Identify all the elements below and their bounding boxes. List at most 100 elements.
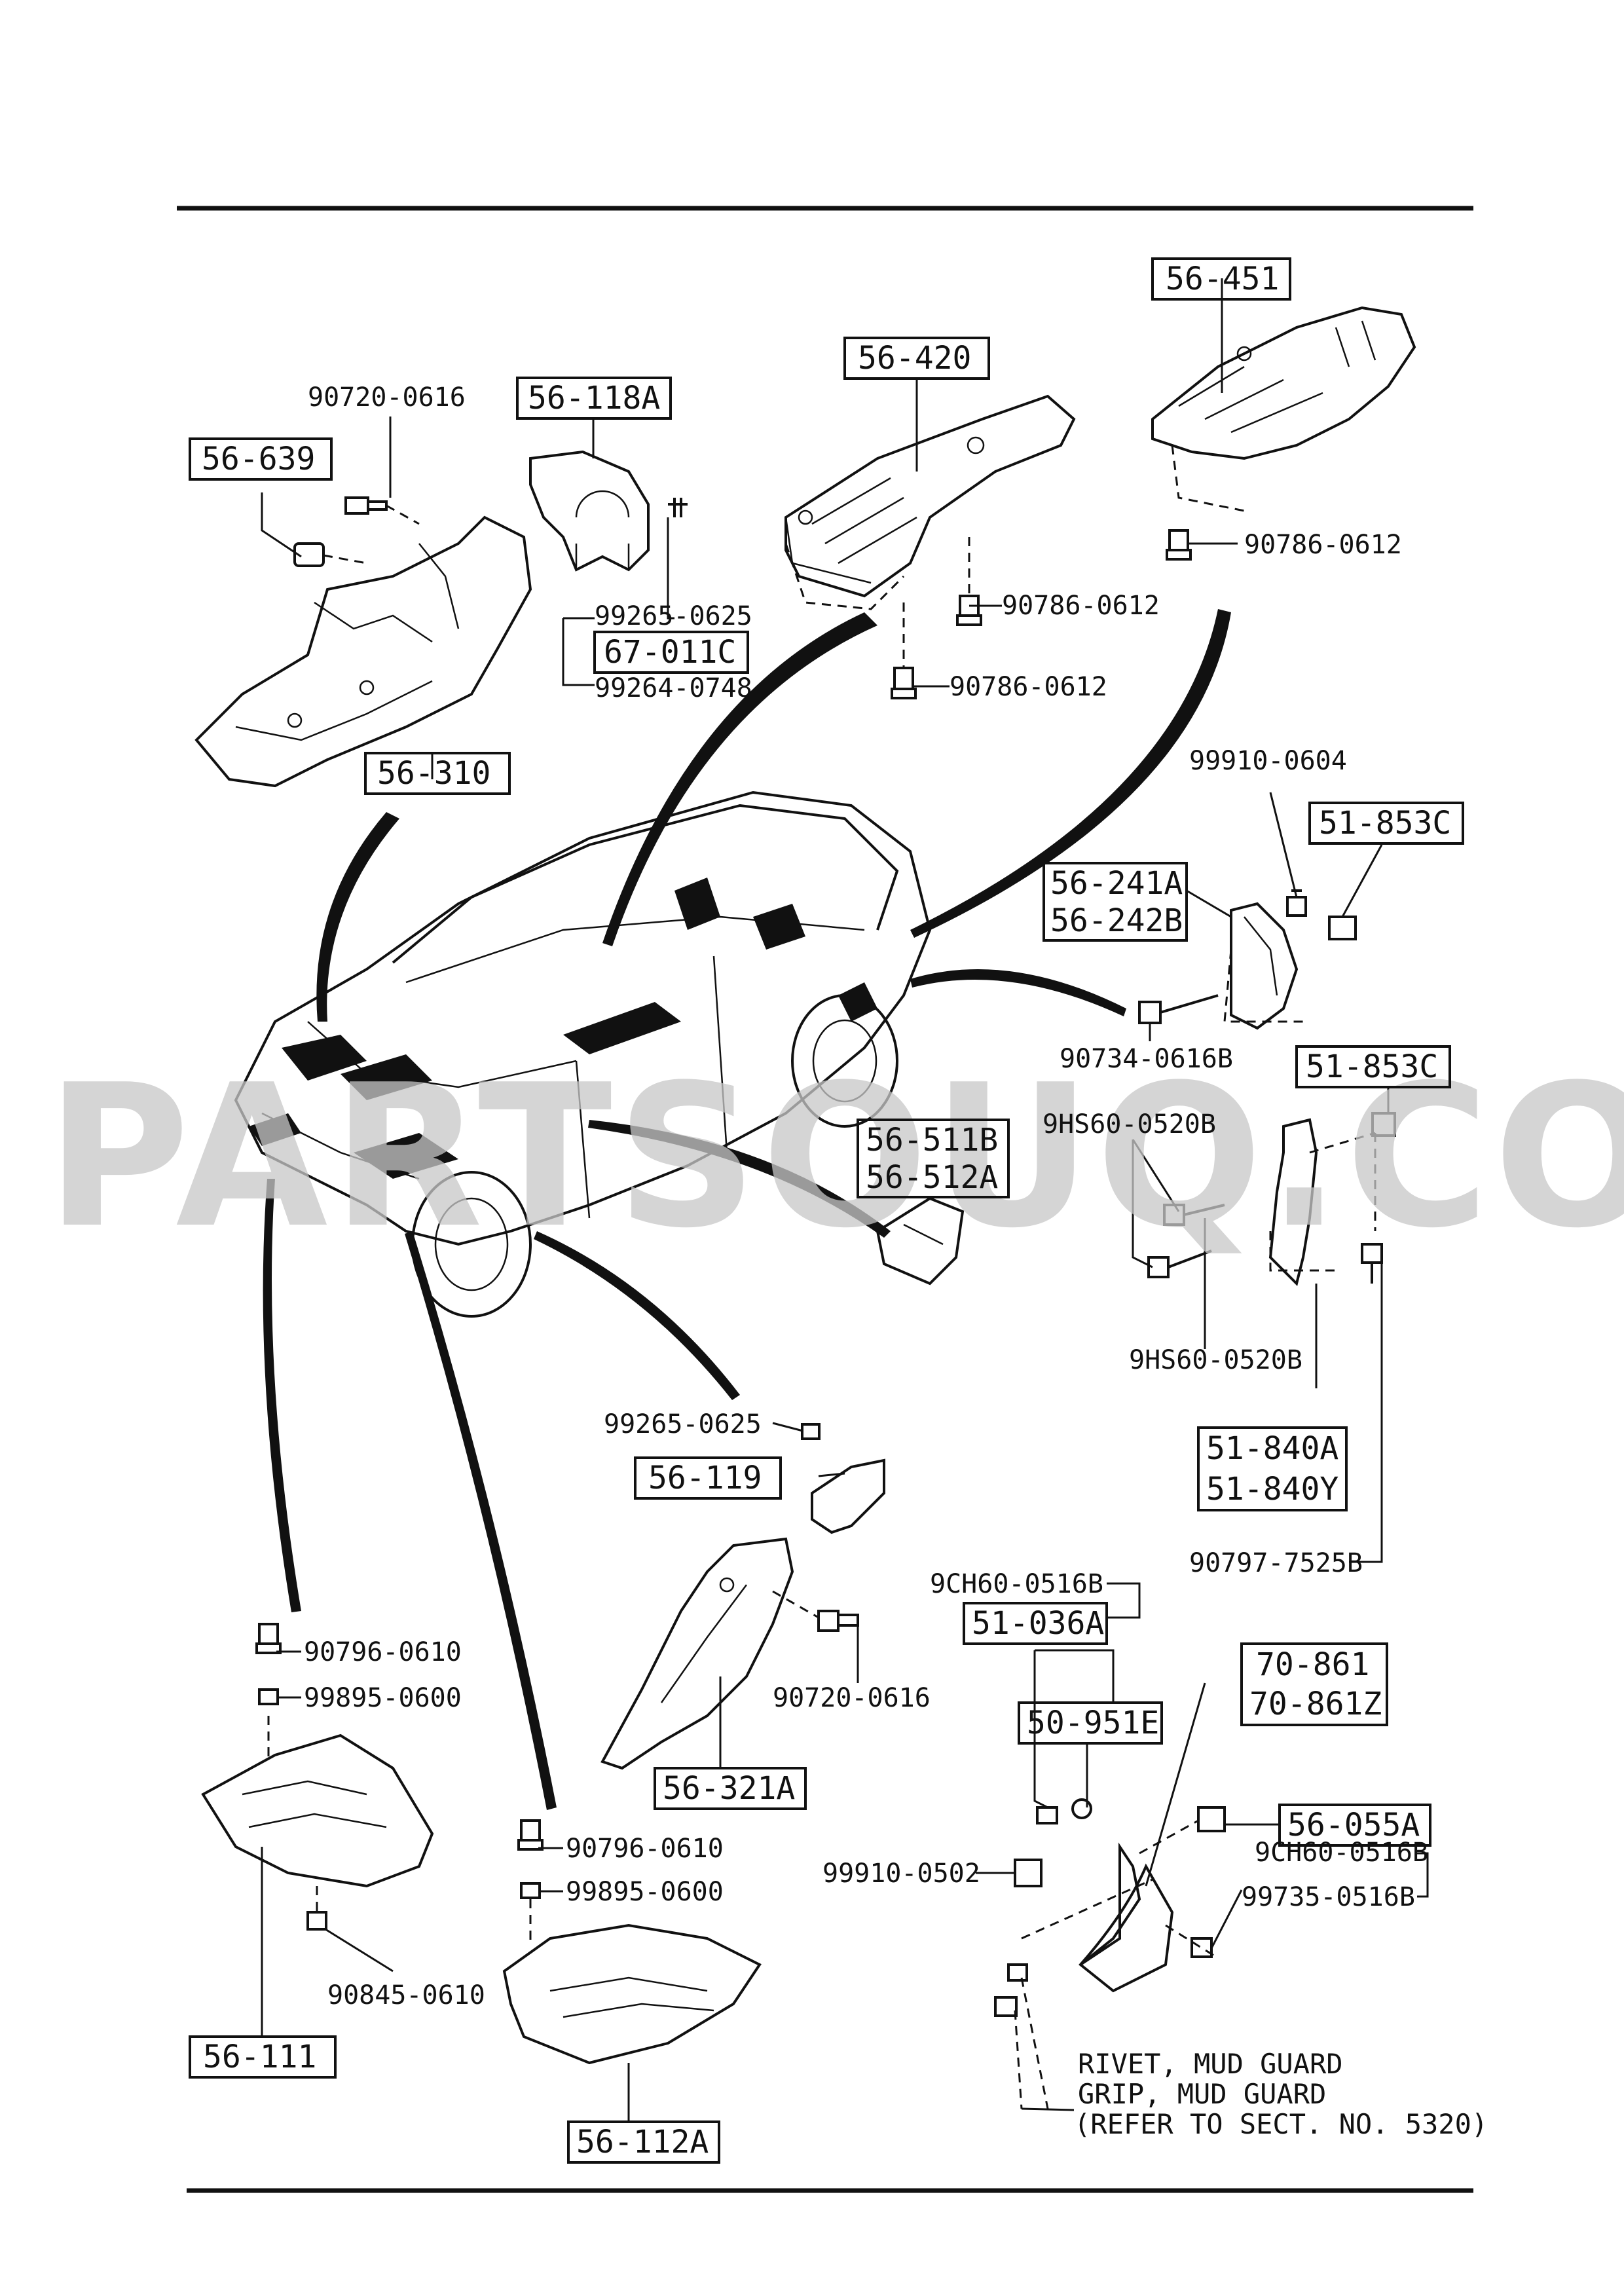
label-box-56-119: 56-119 (634, 1456, 782, 1500)
nut-51-853C-top (1328, 916, 1357, 940)
svg-text:56-321A: 56-321A (663, 1770, 795, 1807)
label-box-67-011C: 67-011C (593, 631, 749, 674)
svg-text:56-451: 56-451 (1166, 261, 1279, 297)
label-box-56-310: 56-310 (364, 752, 511, 795)
svg-text:56-119: 56-119 (648, 1460, 762, 1496)
svg-text:56-118A: 56-118A (528, 380, 660, 417)
svg-text:51-853C: 51-853C (1306, 1048, 1438, 1085)
part-56-310-illustration (194, 515, 532, 788)
nut-51-853C-mid (1371, 1112, 1396, 1137)
svg-text:56-420: 56-420 (858, 340, 971, 377)
pn-99264-0748: 99264-0748 (595, 673, 752, 703)
bolt-90720-0616-mid (772, 1590, 859, 1632)
svg-text:51-840Y: 51-840Y (1206, 1471, 1338, 1508)
label-box-50-951E: 50-951E (1018, 1701, 1163, 1745)
part-56-420-illustration (784, 394, 1076, 610)
part-51-840A-illustration (1268, 1118, 1376, 1286)
svg-text:51-840A: 51-840A (1206, 1430, 1338, 1467)
pn-90786-0612-a: 90786-0612 (1002, 591, 1160, 621)
label-box-56-321A: 56-321A (654, 1767, 807, 1810)
label-box-56-420: 56-420 (843, 337, 990, 380)
pn-90786-0612-b: 90786-0612 (950, 672, 1107, 702)
svg-text:56-511B: 56-511B (866, 1122, 998, 1158)
label-box-70-861-70-861Z: 70-861 70-861Z (1240, 1642, 1388, 1726)
label-box-56-241A-56-242B: 56-241A 56-242B (1043, 862, 1188, 942)
pn-99895-0600-b: 99895-0600 (566, 1877, 724, 1907)
svg-text:56-241A: 56-241A (1050, 865, 1183, 902)
pn-90797-7525B: 90797-7525B (1189, 1548, 1363, 1578)
svg-text:67-011C: 67-011C (604, 634, 736, 671)
part-56-241A-illustration (1223, 902, 1303, 1030)
svg-text:56-639: 56-639 (202, 441, 315, 477)
svg-text:51-853C: 51-853C (1319, 805, 1451, 842)
pn-90734-0616B: 90734-0616B (1060, 1044, 1233, 1074)
bolt-90786-0612-c (1166, 529, 1192, 561)
car-body-illustration (234, 790, 932, 1318)
pn-90720-0616-mid: 90720-0616 (773, 1683, 931, 1713)
svg-text:70-861: 70-861 (1256, 1646, 1369, 1683)
pn-90845-0610: 90845-0610 (327, 1980, 485, 2010)
label-box-51-853C-top: 51-853C (1308, 802, 1464, 845)
svg-text:50-951E: 50-951E (1027, 1705, 1159, 1741)
screw-9CH60-0516B-mid (1036, 1798, 1092, 1824)
callout-swooshes (263, 609, 1231, 1810)
label-box-51-036A: 51-036A (963, 1602, 1108, 1645)
bolt-90797-7525B (1361, 1243, 1383, 1284)
pn-99265-0625-mid: 99265-0625 (604, 1409, 762, 1439)
svg-text:56-242B: 56-242B (1050, 902, 1183, 939)
svg-text:56-111: 56-111 (203, 2039, 316, 2075)
rivet-grip-mud-guard (994, 1963, 1049, 2109)
label-box-56-511B-56-512A: 56-511B 56-512A (857, 1119, 1010, 1198)
part-number-labels: 90720-0616 99265-0625 99264-0748 90786-0… (304, 382, 1428, 2010)
part-56-451-illustration (1151, 306, 1416, 512)
label-box-56-639: 56-639 (189, 437, 333, 481)
svg-text:56-512A: 56-512A (866, 1159, 998, 1196)
label-box-56-451: 56-451 (1151, 257, 1291, 301)
pn-99895-0600-a: 99895-0600 (304, 1683, 462, 1713)
svg-text:70-861Z: 70-861Z (1249, 1686, 1382, 1722)
part-56-321A-illustration (600, 1537, 794, 1770)
bolt-90786-0612-b (891, 602, 917, 699)
svg-text:51-036A: 51-036A (972, 1605, 1104, 1642)
note-rivet: RIVET, MUD GUARD (1078, 2048, 1343, 2080)
mud-guard-notes: RIVET, MUD GUARD GRIP, MUD GUARD (REFER … (1074, 2048, 1488, 2140)
svg-text:56-310: 56-310 (377, 755, 490, 792)
label-box-56-111: 56-111 (189, 2035, 337, 2079)
pn-90720-0616-top: 90720-0616 (308, 382, 466, 413)
pn-90796-0610-b: 90796-0610 (566, 1834, 724, 1864)
bolt-90786-0612-a (956, 537, 982, 626)
boxed-labels: 56-451 56-420 56-118A 56-639 67-011C 56-… (189, 257, 1464, 2164)
clip-56-055A (1139, 1806, 1226, 1855)
bolt-90720-0616-top (344, 496, 420, 525)
pn-9CH60-0516B-a: 9CH60-0516B (930, 1569, 1103, 1599)
label-box-51-853C-mid: 51-853C (1295, 1045, 1451, 1088)
label-box-56-055A: 56-055A (1278, 1804, 1431, 1847)
pn-90786-0612-c: 90786-0612 (1244, 530, 1402, 560)
screw-99735-0516B (1190, 1937, 1213, 1958)
part-56-111-illustration (201, 1623, 434, 1931)
part-56-119-illustration (801, 1423, 885, 1534)
pn-99265-0625-top: 99265-0625 (595, 601, 752, 631)
part-56-112A-illustration (502, 1819, 762, 2065)
clip-99910-0502 (1014, 1859, 1043, 1887)
note-refer: (REFER TO SECT. NO. 5320) (1074, 2108, 1488, 2140)
svg-text:56-055A: 56-055A (1287, 1807, 1420, 1843)
pn-99735-0516B: 99735-0516B (1242, 1882, 1415, 1912)
screw-90734-0616B (1138, 994, 1219, 1024)
part-56-118A-illustration (529, 450, 688, 572)
part-70-861-illustration (1021, 1842, 1219, 1993)
watermark: PARTSOUQ.COM (46, 1043, 1624, 1271)
label-box-51-840A-51-840Y: 51-840A 51-840Y (1197, 1426, 1348, 1511)
note-grip: GRIP, MUD GUARD (1078, 2078, 1326, 2110)
pn-99910-0502: 99910-0502 (822, 1859, 980, 1889)
pn-90796-0610-a: 90796-0610 (304, 1637, 462, 1667)
svg-text:56-112A: 56-112A (576, 2124, 709, 2160)
pn-9HS60-0520B-b: 9HS60-0520B (1129, 1345, 1302, 1375)
label-box-56-118A: 56-118A (516, 377, 672, 420)
leader-lines (261, 278, 1429, 2122)
pn-9CH60-0516B-b: 9CH60-0516B (1255, 1838, 1428, 1868)
pn-9HS60-0520B-a: 9HS60-0520B (1043, 1109, 1216, 1139)
part-56-639-illustration (293, 542, 367, 567)
label-box-56-112A: 56-112A (567, 2120, 720, 2164)
